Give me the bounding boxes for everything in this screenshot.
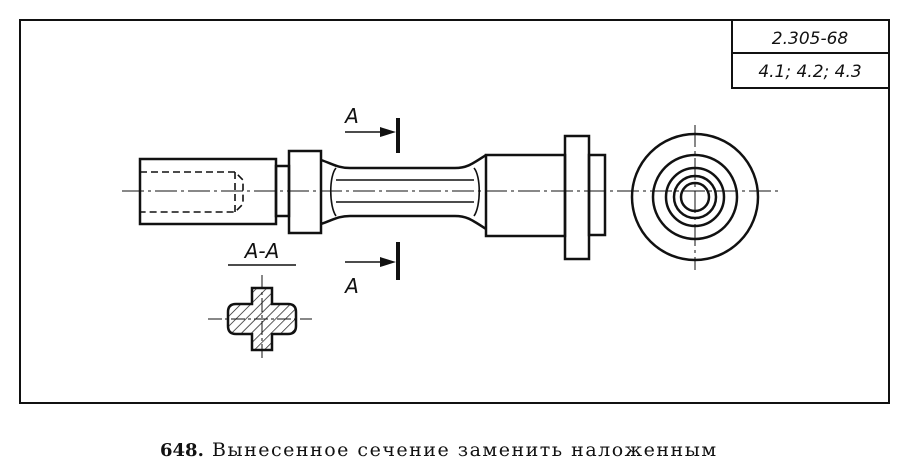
shaft-end-step — [587, 153, 607, 237]
bore-inner-circle — [679, 181, 711, 213]
shaft-front-view — [138, 134, 607, 261]
shaft-right-body — [484, 153, 567, 238]
section-cut-top: A — [343, 104, 400, 153]
hidden-bore — [140, 171, 244, 213]
section-title: A-A — [243, 239, 280, 263]
arrow-icon — [380, 257, 396, 267]
arrow-icon — [380, 127, 396, 137]
figure-caption: 648. Вынесенное сечение заменить наложен… — [160, 439, 718, 461]
section-letter-top: A — [343, 104, 359, 128]
shaft-flange — [563, 134, 591, 261]
caption-text: Вынесенное сечение заменить наложенным — [212, 439, 718, 461]
end-view — [630, 125, 760, 270]
shaft-collar — [287, 149, 323, 235]
waist-bottom-edge — [320, 214, 487, 231]
bore-outer-circle — [672, 174, 718, 220]
caption-number: 648. — [160, 440, 204, 461]
standard-stamp: 2.305-68 4.1; 4.2; 4.3 — [731, 19, 890, 89]
waist-top-edge — [320, 153, 487, 170]
section-letter-bottom: A — [343, 274, 359, 298]
body-circle — [651, 153, 739, 241]
standard-number: 2.305-68 — [772, 29, 849, 49]
cross-section-shape — [226, 286, 298, 352]
drawing-frame — [19, 19, 890, 404]
section-cut-bottom: A — [343, 242, 400, 298]
end-circle — [664, 166, 726, 228]
standard-clauses: 4.1; 4.2; 4.3 — [758, 62, 861, 82]
flange-circle — [630, 132, 760, 262]
removed-section-aa: A-A — [208, 239, 312, 358]
